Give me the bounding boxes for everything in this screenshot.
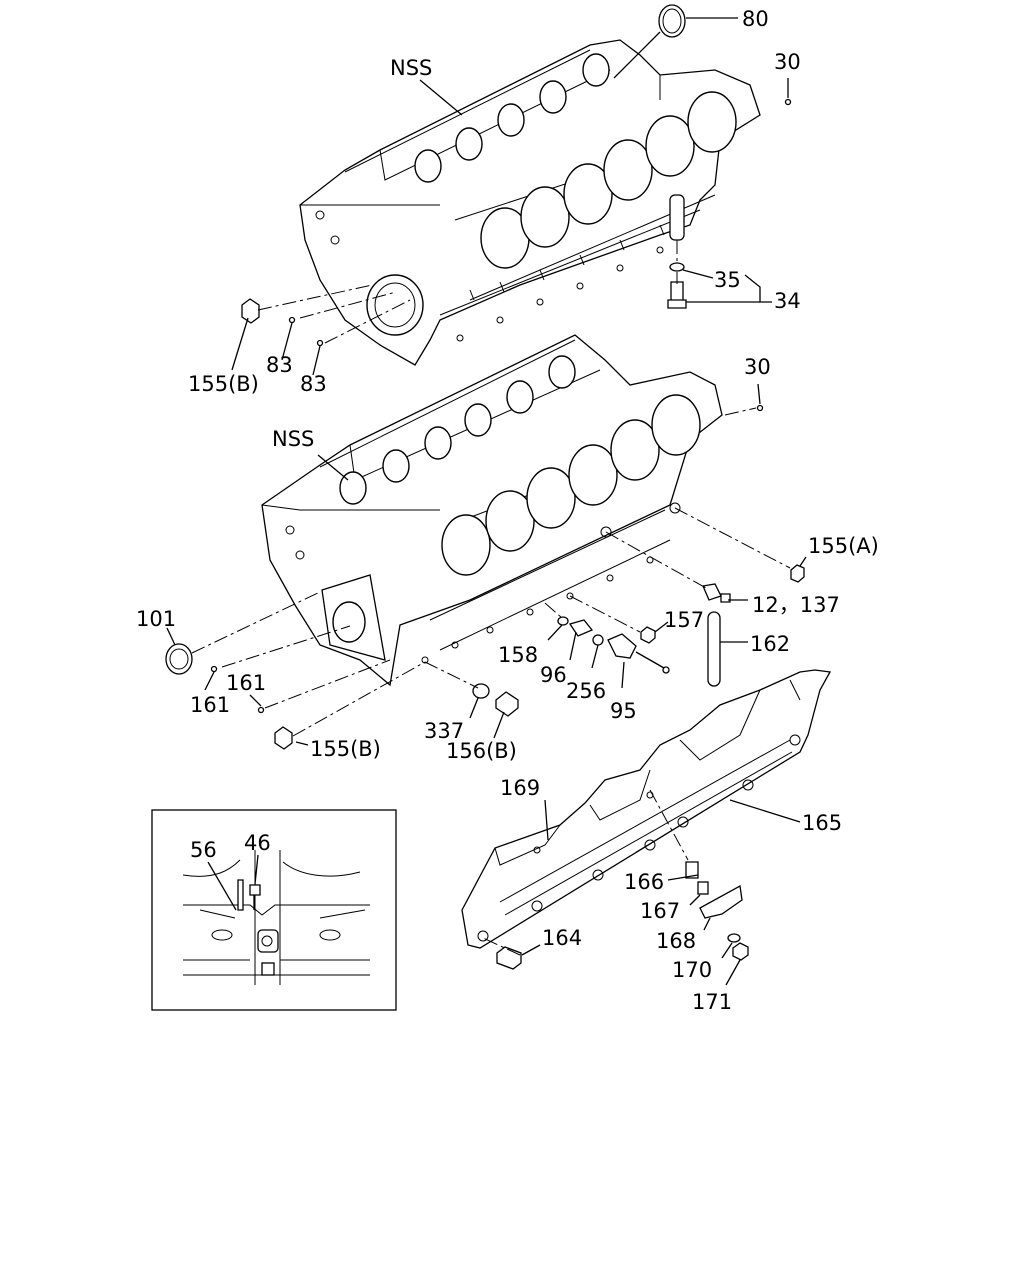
label-96: 96: [540, 663, 567, 687]
label-337: 337: [424, 719, 464, 743]
label-171: 171: [692, 990, 732, 1014]
pin-161-b: [257, 706, 265, 714]
label-256: 256: [566, 679, 606, 703]
leader-lines: [166, 17, 807, 986]
upper-block-bolt-holes: [315, 210, 664, 342]
lower-block-bolt-holes: [285, 502, 681, 664]
plug-155b-top: [241, 298, 260, 324]
label-162: 162: [750, 632, 790, 656]
dowel-30-mid: [756, 404, 764, 412]
plug-155b-mid: [274, 726, 293, 750]
lower-block-port-openings: [339, 355, 576, 505]
label-83-b: 83: [300, 372, 327, 396]
lower-cylinder-block: [261, 334, 723, 687]
plug-157: [640, 626, 656, 644]
label-30-mid: 30: [744, 355, 771, 379]
side-cover: [461, 669, 832, 949]
upper-block-port-openings: [414, 53, 610, 183]
bracket-168: [699, 884, 743, 919]
label-83-a: 83: [266, 353, 293, 377]
pipe-upper: [669, 194, 685, 241]
pin-161-a: [210, 665, 218, 673]
label-164: 164: [542, 926, 582, 950]
side-cover-bolt-holes: [477, 734, 801, 942]
bolt-156b: [495, 691, 519, 717]
label-34: 34: [774, 289, 801, 313]
pipe-162: [707, 611, 721, 687]
inset-detail: [151, 809, 397, 1011]
label-35: 35: [714, 268, 741, 292]
small-parts: [165, 4, 805, 970]
spacer-167: [697, 881, 709, 895]
label-170: 170: [672, 958, 712, 982]
label-157: 157: [664, 608, 704, 632]
label-161-a: 161: [226, 671, 266, 695]
washer-35: [669, 262, 685, 272]
label-155b-top: 155(B): [188, 372, 259, 396]
label-156b: 156(B): [446, 739, 517, 763]
dowel-30-top: [784, 98, 792, 106]
label-12-137: 12，137: [752, 593, 840, 617]
label-nss-mid: NSS: [272, 427, 314, 451]
label-158: 158: [498, 643, 538, 667]
fitting-96: [568, 619, 594, 637]
label-168: 168: [656, 929, 696, 953]
washer-170: [727, 933, 741, 943]
switch-95: [607, 633, 665, 669]
washer-337: [472, 683, 490, 699]
nut-171: [732, 942, 749, 961]
washer-256: [592, 634, 604, 646]
label-30-top: 30: [774, 50, 801, 74]
label-161-b: 161: [190, 693, 230, 717]
label-nss-top: NSS: [390, 56, 432, 80]
pin-83-b: [316, 339, 324, 347]
label-80: 80: [742, 7, 769, 31]
label-167: 167: [640, 899, 680, 923]
callout-labels: 80 30 NSS 35 34 155(B) 83 83 30 NSS 155(…: [136, 7, 879, 1014]
label-155a: 155(A): [808, 534, 879, 558]
pin-83-a: [288, 316, 296, 324]
label-56: 56: [190, 838, 217, 862]
label-155b-mid: 155(B): [310, 737, 381, 761]
label-95: 95: [610, 699, 637, 723]
upper-cylinder-block: [299, 39, 761, 366]
plug-155a: [790, 564, 805, 583]
upper-block-cylinder-bores: [480, 91, 737, 269]
label-101: 101: [136, 607, 176, 631]
sensor-12-137: [702, 583, 731, 603]
lower-block-cylinder-bores: [441, 394, 701, 576]
label-169: 169: [500, 776, 540, 800]
label-166: 166: [624, 870, 664, 894]
grommet-166: [685, 861, 699, 879]
plug-34: [667, 281, 687, 309]
o-ring-158: [557, 616, 569, 626]
label-165: 165: [802, 811, 842, 835]
label-46: 46: [244, 831, 271, 855]
